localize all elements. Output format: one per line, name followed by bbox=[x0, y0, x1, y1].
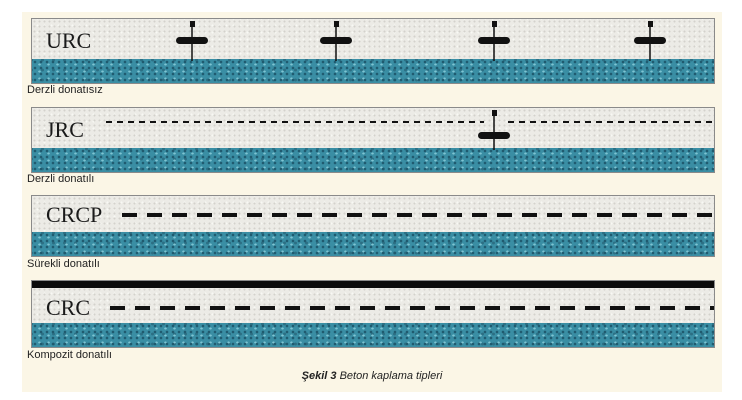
panel-urc: URC bbox=[31, 18, 715, 84]
slab-layer bbox=[32, 196, 714, 234]
base-layer bbox=[32, 323, 714, 347]
dowel-joint bbox=[634, 21, 666, 61]
dowel-joint bbox=[176, 21, 208, 61]
figure-caption: Şekil 3 Beton kaplama tipleri bbox=[22, 370, 722, 382]
reinforcement-diagram bbox=[32, 281, 714, 310]
figure-title: Beton kaplama tipleri bbox=[339, 370, 443, 382]
dowel-joint bbox=[478, 110, 510, 150]
slab-layer bbox=[32, 108, 714, 150]
reinforcement-diagram bbox=[122, 213, 714, 217]
panel-jrc: JRC bbox=[31, 107, 715, 173]
pavement-type-label: CRC bbox=[46, 295, 91, 320]
pavement-type-label: URC bbox=[46, 28, 92, 53]
figure: URC Derzli donatısız bbox=[22, 12, 722, 392]
panel-crcp: CRCP bbox=[31, 195, 715, 257]
base-layer bbox=[32, 232, 714, 256]
slab-layer bbox=[32, 19, 714, 61]
reinforcement-diagram bbox=[106, 110, 714, 150]
pavement-type-label: CRCP bbox=[46, 202, 103, 227]
figure-number: Şekil 3 bbox=[301, 370, 337, 382]
asphalt-overlay bbox=[32, 281, 714, 288]
panel-crc: CRC bbox=[31, 280, 715, 348]
panel-caption: Derzli donatılı bbox=[27, 173, 95, 185]
base-layer bbox=[32, 59, 714, 83]
joint-diagram bbox=[176, 21, 666, 61]
dowel-joint bbox=[478, 21, 510, 61]
pavement-type-label: JRC bbox=[46, 117, 84, 142]
dowel-joint bbox=[320, 21, 352, 61]
panel-caption: Sürekli donatılı bbox=[27, 258, 100, 270]
base-layer bbox=[32, 148, 714, 172]
panel-caption: Derzli donatısız bbox=[27, 84, 103, 96]
panel-caption: Kompozit donatılı bbox=[27, 349, 112, 361]
